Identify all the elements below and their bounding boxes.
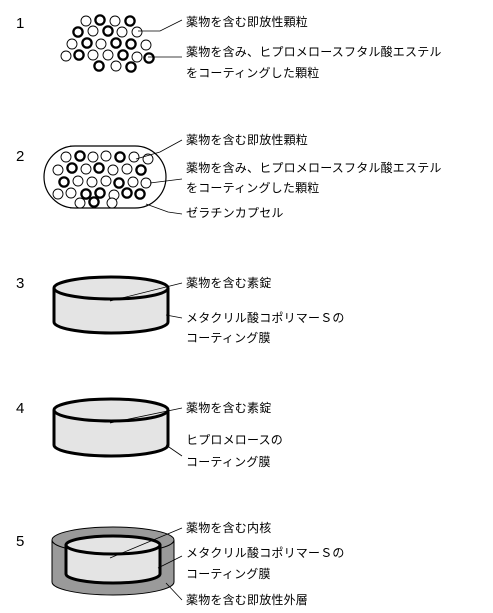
immediate-release-granule (52, 188, 64, 200)
coated-granule (93, 60, 105, 72)
leader-lines (109, 527, 183, 601)
figure-number-5: 5 (16, 533, 25, 550)
immediate-release-granule (66, 38, 78, 50)
immediate-release-granule (131, 26, 143, 38)
coated-granule (93, 162, 105, 174)
label-core-tablet: 薬物を含む素錠 (186, 401, 272, 415)
label-coating-line2: コーティング膜 (186, 455, 271, 469)
immediate-release-granule (60, 151, 72, 163)
immediate-release-granule (128, 151, 140, 163)
leader-lines (138, 19, 183, 58)
label-immediate-release-outer-layer: 薬物を含む即放性外層 (186, 593, 309, 607)
coated-granule (143, 52, 155, 64)
figure-number-4: 4 (16, 400, 25, 417)
immediate-release-granule (60, 50, 72, 62)
immediate-release-granule (87, 151, 99, 163)
immediate-release-granule (87, 49, 99, 61)
leader-lines (109, 407, 183, 457)
label-coated-granule-line1: 薬物を含み、ヒプロメロースフタル酸エステル (186, 161, 442, 175)
capsule-granules (52, 150, 154, 209)
coated-granule (73, 49, 85, 61)
coated-granule (134, 188, 146, 200)
layered-tablet (51, 526, 175, 596)
immediate-release-granule (109, 15, 121, 27)
coated-granule (80, 188, 92, 200)
coated-granule (58, 176, 70, 188)
capsule-seam (70, 145, 104, 209)
immediate-release-granule (127, 176, 139, 188)
coated-granule (102, 25, 114, 37)
immediate-release-granule (116, 26, 128, 38)
granule-cluster (60, 14, 155, 73)
coated-granule (125, 61, 137, 73)
immediate-release-granule (80, 15, 92, 27)
label-coating-line2: コーティング膜 (186, 331, 271, 345)
leader-lines (109, 282, 183, 319)
figure-number-2: 2 (16, 148, 25, 165)
label-coated-granule-line2: をコーティングした顆粒 (186, 66, 320, 80)
coated-granule (74, 150, 86, 162)
coated-tablet (52, 397, 170, 458)
immediate-release-granule (140, 177, 152, 189)
leader-lines (135, 139, 183, 215)
label-inner-core: 薬物を含む内核 (186, 521, 272, 535)
coated-granule (72, 26, 84, 38)
immediate-release-granule (52, 164, 64, 176)
label-coated-granule-line2: をコーティングした顆粒 (186, 181, 320, 195)
label-immediate-release-granule: 薬物を含む即放性顆粒 (186, 15, 309, 29)
figure-number-3: 3 (16, 275, 25, 292)
immediate-release-granule (72, 175, 84, 187)
immediate-release-granule (106, 197, 118, 209)
immediate-release-granule (87, 25, 99, 37)
coated-granule (110, 37, 122, 49)
coated-granule (88, 196, 100, 208)
coated-granule (117, 49, 129, 61)
label-coating-line1: ヒプロメロースの (186, 433, 284, 447)
coated-granule (81, 37, 93, 49)
immediate-release-granule (121, 163, 133, 175)
coated-granule (94, 187, 106, 199)
coated-granule (113, 177, 125, 189)
coated-granule (135, 164, 147, 176)
label-coating-line1: メタクリル酸コポリマーＳの (186, 546, 345, 560)
coated-granule (125, 38, 137, 50)
immediate-release-granule (95, 38, 107, 50)
coated-granule (114, 151, 126, 163)
immediate-release-granule (86, 176, 98, 188)
figure-number-1: 1 (16, 15, 25, 32)
immediate-release-granule (80, 163, 92, 175)
label-coating-line1: メタクリル酸コポリマーＳの (186, 311, 345, 325)
coated-tablet (52, 275, 170, 335)
label-coated-granule-line1: 薬物を含み、ヒプロメロースフタル酸エステル (186, 45, 442, 59)
immediate-release-granule (110, 60, 122, 72)
label-core-tablet: 薬物を含む素錠 (186, 276, 272, 290)
label-gelatin-capsule: ゼラチンカプセル (186, 206, 284, 220)
immediate-release-granule (102, 49, 114, 61)
immediate-release-granule (107, 164, 119, 176)
coated-granule (66, 162, 78, 174)
label-coating-line2: コーティング膜 (186, 567, 271, 581)
immediate-release-granule (140, 39, 152, 51)
immediate-release-granule (100, 150, 112, 162)
coated-granule (124, 15, 136, 27)
immediate-release-granule (65, 187, 77, 199)
immediate-release-granule (100, 175, 112, 187)
coated-granule (94, 14, 106, 26)
immediate-release-granule (131, 51, 143, 63)
label-immediate-release-granule: 薬物を含む即放性顆粒 (186, 133, 309, 147)
immediate-release-granule (74, 197, 86, 209)
coated-granule (121, 187, 133, 199)
